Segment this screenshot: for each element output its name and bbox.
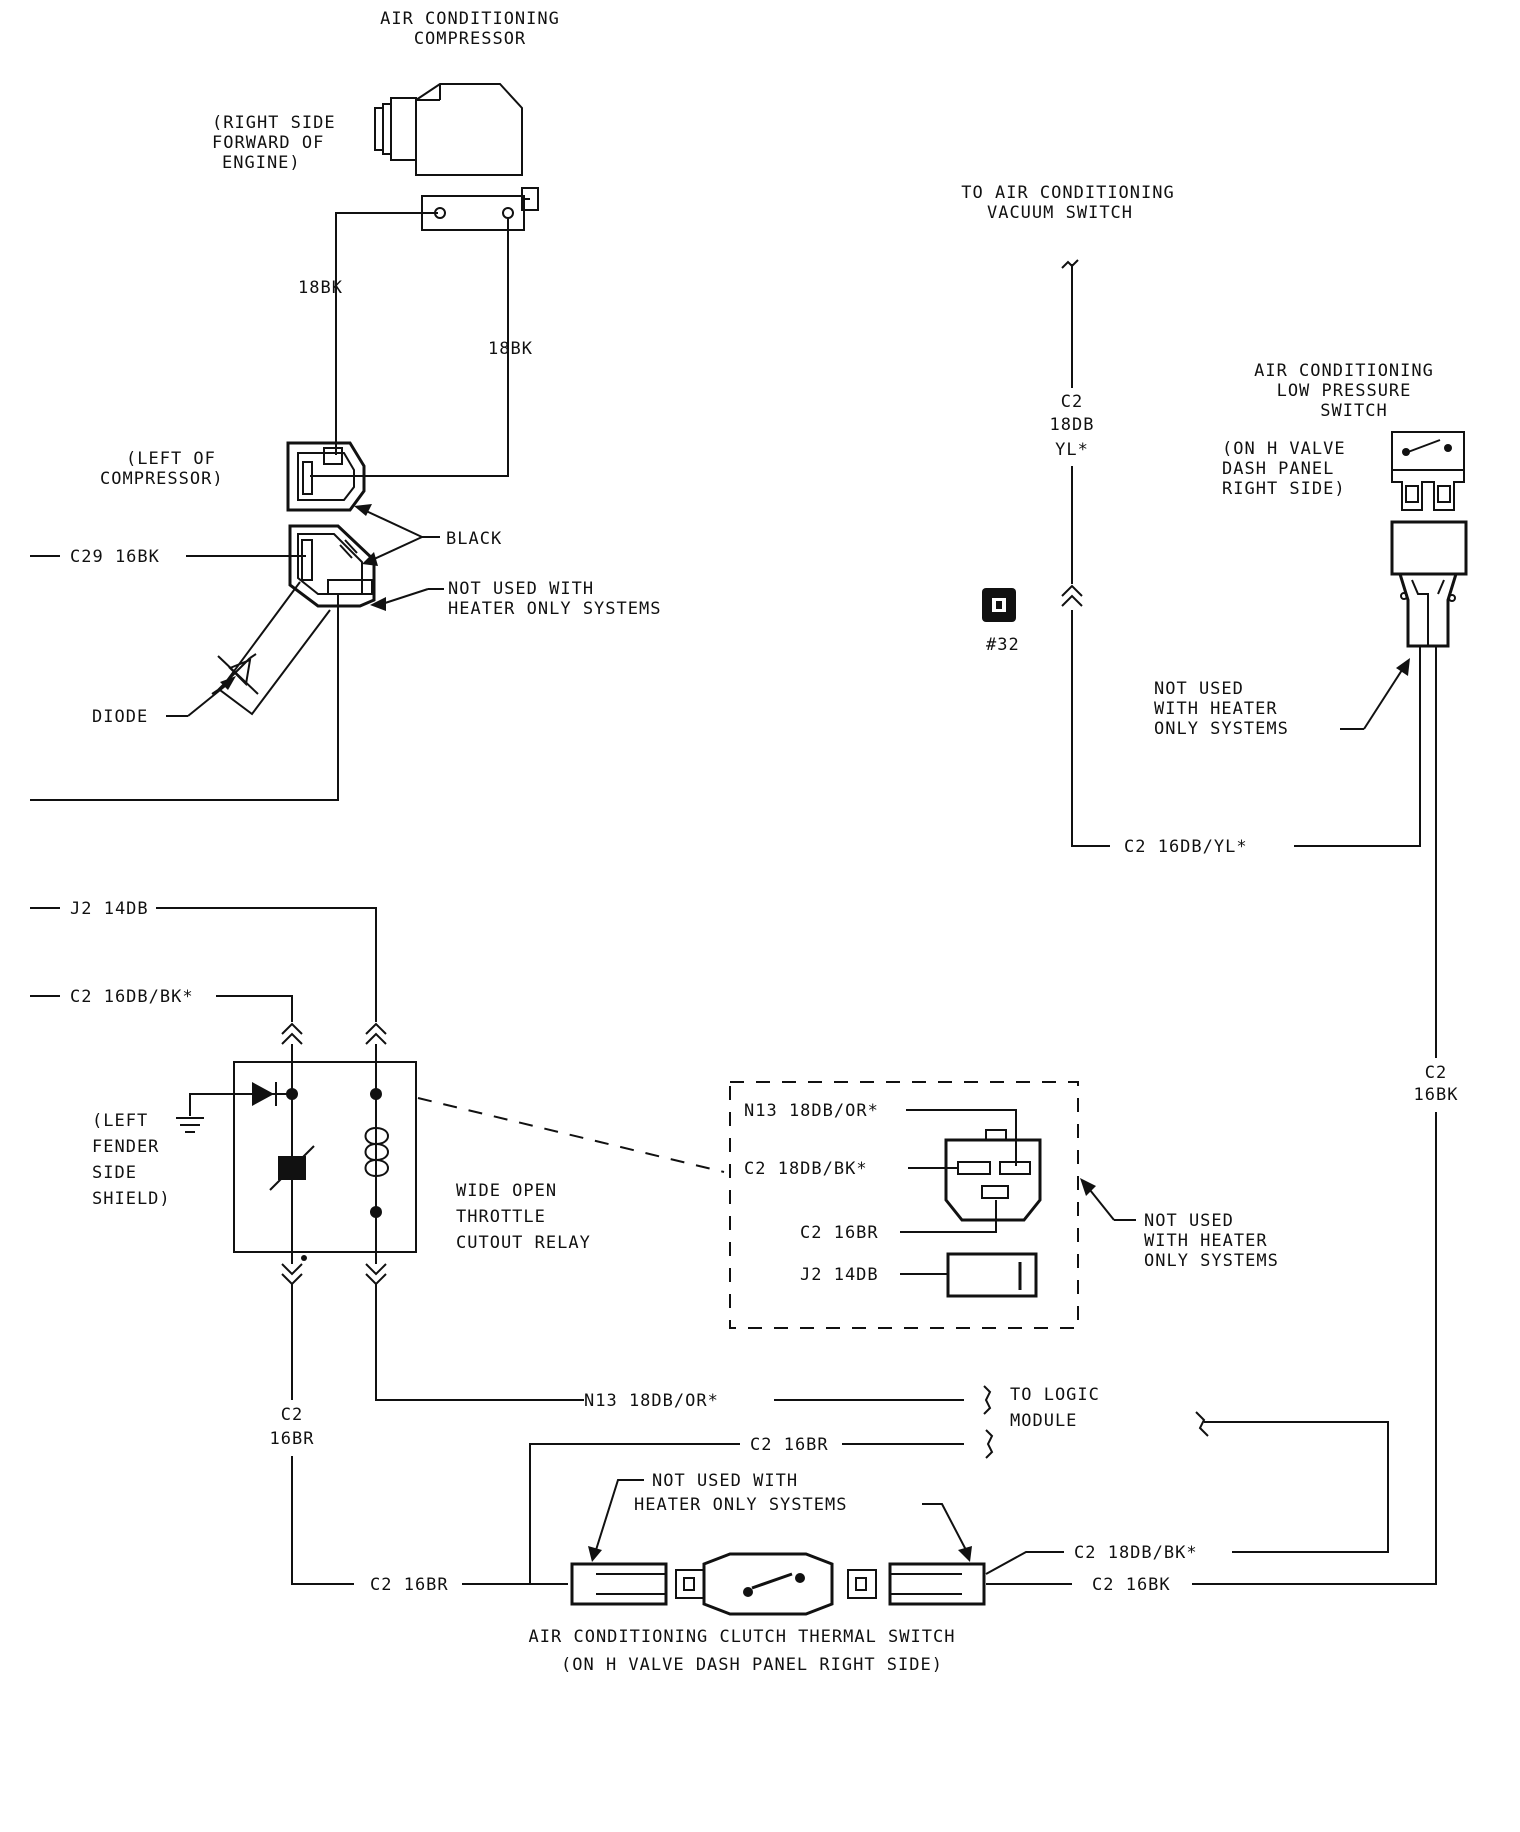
ground-icon [176,1117,204,1133]
relay-coil-icon [364,1127,389,1177]
thermal-switch-title-line1: AIR CONDITIONING CLUTCH THERMAL SWITCH [529,1627,956,1647]
compressor-connector-location-line1: (LEFT OF [126,449,216,469]
relay-diode-icon [234,1082,292,1106]
wot-cutout-relay: J2 14DB C2 16DB/BK* (LEFT FENDER SIDE SH… [30,899,1100,1585]
connector-lower-wire [30,594,339,801]
relay-n13-wire-label: N13 18DB/OR* [584,1391,719,1411]
relay-name-line2: THROTTLE [456,1207,546,1227]
relay-name-line1: WIDE OPEN [456,1181,557,1201]
logic-module-label-line2: MODULE [1010,1411,1077,1431]
thermal-switch-title-line2: (ON H VALVE DASH PANEL RIGHT SIDE) [561,1655,943,1675]
ground-location-line3: SIDE [92,1163,137,1183]
relay-down-wire-code: C2 [281,1405,303,1425]
not-used-callout-4-line2: HEATER ONLY SYSTEMS [634,1495,847,1515]
low-pressure-title-line2: LOW PRESSURE [1277,381,1412,401]
low-pressure-title-line1: AIR CONDITIONING [1254,361,1434,381]
not-used-callout-2-line3: ONLY SYSTEMS [1154,719,1289,739]
thermal-wire-top-label: C2 16BR [750,1435,829,1455]
low-pressure-connector-icon [1390,520,1468,660]
not-used-callout-2-line2: WITH HEATER [1154,699,1278,719]
low-pressure-location-line1: (ON H VALVE [1222,439,1346,459]
low-pressure-switch: AIR CONDITIONING LOW PRESSURE SWITCH (ON… [1154,361,1468,1585]
low-pressure-title-line3: SWITCH [1320,401,1387,421]
low-pressure-switch-icon [1391,431,1465,511]
relay-wire-j2-label: J2 14DB [70,899,149,919]
ground-location-line2: FENDER [92,1137,159,1157]
not-used-callout-1-line2: HEATER ONLY SYSTEMS [448,599,661,619]
connector-32-icon [982,588,1016,622]
relay-box [233,1061,417,1253]
relay-connector-pin-c2a: C2 18DB/BK* [744,1159,868,1179]
relay-connector-detail: N13 18DB/OR* C2 18DB/BK* C2 16BR J2 14DB… [729,1081,1279,1329]
compressor-location-line3: ENGINE) [222,153,301,173]
connector-32-label: #32 [986,635,1020,655]
compressor-title-line1: AIR CONDITIONING [380,9,560,29]
low-pressure-location-line2: DASH PANEL [1222,459,1334,479]
c29-wire-label: C29 16BK [70,547,160,567]
vacuum-wire-gauge: 18DB [1050,415,1095,435]
ground-location-line4: SHIELD) [92,1189,171,1209]
compressor-wire-right-label: 18BK [488,339,533,359]
thermal-wire-right1-label: C2 18DB/BK* [1074,1543,1198,1563]
compressor-location-line1: (RIGHT SIDE [212,113,336,133]
vacuum-switch-label-line1: TO AIR CONDITIONING [961,183,1174,203]
not-used-callout-3-line2: WITH HEATER [1144,1231,1268,1251]
vacuum-switch-label-line2: VACUUM SWITCH [987,203,1133,223]
compressor-title-line2: COMPRESSOR [414,29,526,49]
thermal-wire-left-label: C2 16BR [370,1575,449,1595]
compressor-location-line2: FORWARD OF [212,133,324,153]
relay-connector-pin-c2b: C2 16BR [800,1223,879,1243]
relay-down-wire-gauge: 16BR [270,1429,315,1449]
low-pressure-wire-right-code: C2 [1425,1063,1447,1083]
relay-connector-icon [944,1129,1042,1222]
low-pressure-location-line3: RIGHT SIDE) [1222,479,1346,499]
connector-32-terminal-icon [1061,584,1083,607]
ground-location-line1: (LEFT [92,1111,148,1131]
vacuum-wire-code: C2 [1061,392,1083,412]
ac-compressor: AIR CONDITIONING COMPRESSOR (RIGHT SIDE … [212,9,560,477]
compressor-connector: (LEFT OF COMPRESSOR) C29 16BK DI [30,441,661,801]
relay-connector-pin-n13: N13 18DB/OR* [744,1101,879,1121]
low-pressure-wire-label: C2 16DB/YL* [1124,837,1248,857]
relay-connector-j2-icon [946,1252,1038,1298]
relay-name-line3: CUTOUT RELAY [456,1233,591,1253]
not-used-callout-3-line1: NOT USED [1144,1211,1234,1231]
not-used-callout-4-line1: NOT USED WITH [652,1471,798,1491]
relay-connector-pin-j2: J2 14DB [800,1265,879,1285]
relay-resistor-icon [269,1145,315,1191]
vacuum-switch-circuit: TO AIR CONDITIONING VACUUM SWITCH C2 18D… [961,183,1421,857]
diode-label: DIODE [92,707,148,727]
relay-wire-c2-label: C2 16DB/BK* [70,987,194,1007]
not-used-callout-1-line1: NOT USED WITH [448,579,594,599]
compressor-wire-left [335,212,438,455]
thermal-switch-icon [570,1552,986,1616]
logic-module-label-line1: TO LOGIC [1010,1385,1100,1405]
thermal-wire-right2-label: C2 16BK [1092,1575,1171,1595]
vacuum-wire-color: YL* [1055,440,1089,460]
not-used-callout-2-line1: NOT USED [1154,679,1244,699]
compressor-wire-right [310,218,509,477]
diode-icon [211,653,259,695]
compressor-body-icon [374,83,539,231]
not-used-callout-3-line3: ONLY SYSTEMS [1144,1251,1279,1271]
black-callout-label: BLACK [446,529,502,549]
low-pressure-wire-right-gauge: 16BK [1414,1085,1459,1105]
clutch-thermal-switch: C2 16BR C2 16BR C2 18DB/BK* C2 16BK [370,1411,1389,1675]
compressor-connector-location-line2: COMPRESSOR) [100,469,224,489]
compressor-wire-left-label: 18BK [298,278,343,298]
